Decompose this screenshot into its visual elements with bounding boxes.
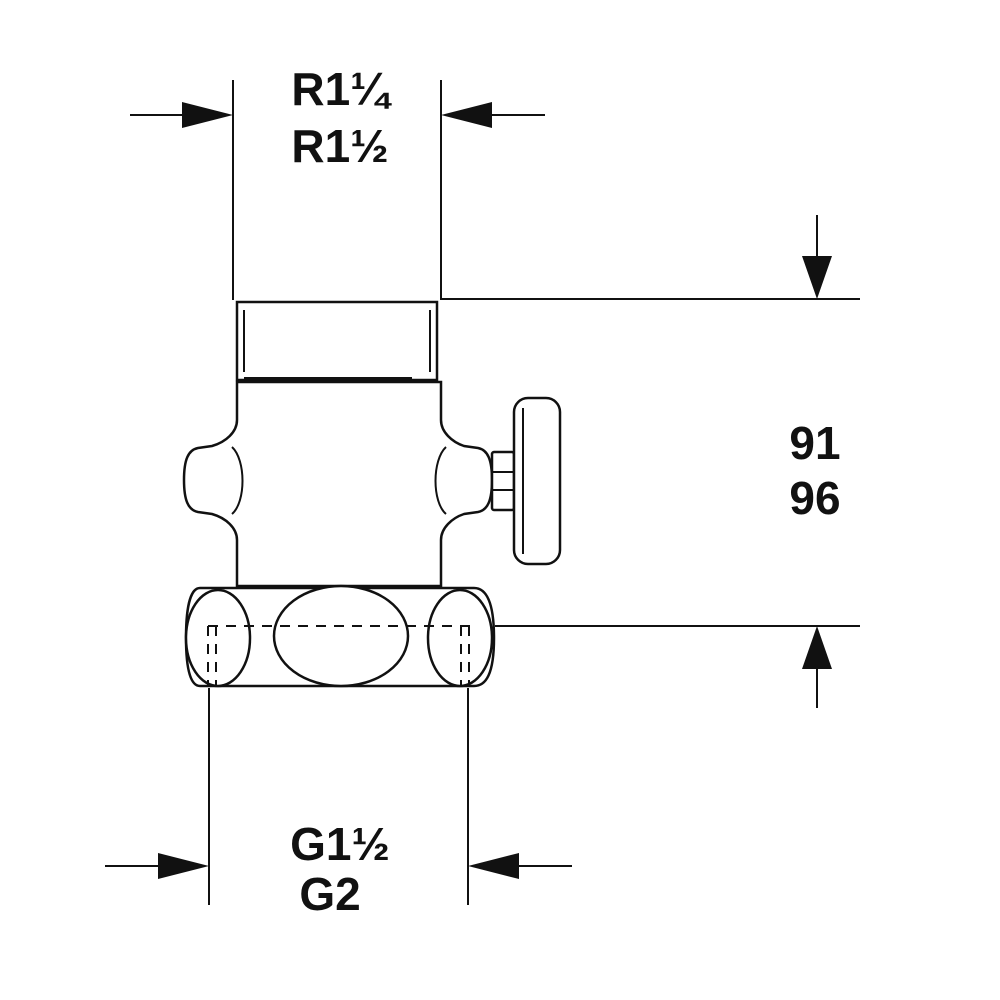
top-arrow-right: [441, 102, 492, 128]
bottom-arrow-left: [158, 853, 209, 879]
top-thread-dimension: R1¼ R1½: [130, 63, 545, 300]
left-boss-curve: [231, 446, 244, 515]
spindle-nut: [490, 450, 516, 512]
right-boss-curve: [434, 446, 447, 515]
top-thread-section: [235, 300, 439, 382]
height-arrow-top: [802, 256, 832, 299]
top-thread-label-2: R1½: [291, 120, 388, 172]
bottom-arrow-right: [468, 853, 519, 879]
bottom-thread-label-1: G1½: [290, 818, 390, 870]
height-label-1: 91: [789, 417, 840, 469]
bottom-thread-label-2: G2: [299, 868, 360, 920]
bottom-thread-dimension: G1½ G2: [105, 688, 572, 920]
top-thread-label-1: R1¼: [291, 63, 392, 115]
height-arrow-bottom: [802, 626, 832, 669]
valve-body: [182, 300, 562, 688]
height-label-2: 96: [789, 472, 840, 524]
union-nut-center-facet: [272, 584, 410, 688]
main-body: [182, 380, 494, 588]
union-nut-left-facet: [184, 588, 252, 688]
top-arrow-left: [182, 102, 233, 128]
handwheel: [512, 396, 562, 566]
height-dimension: 91 96: [441, 215, 860, 708]
